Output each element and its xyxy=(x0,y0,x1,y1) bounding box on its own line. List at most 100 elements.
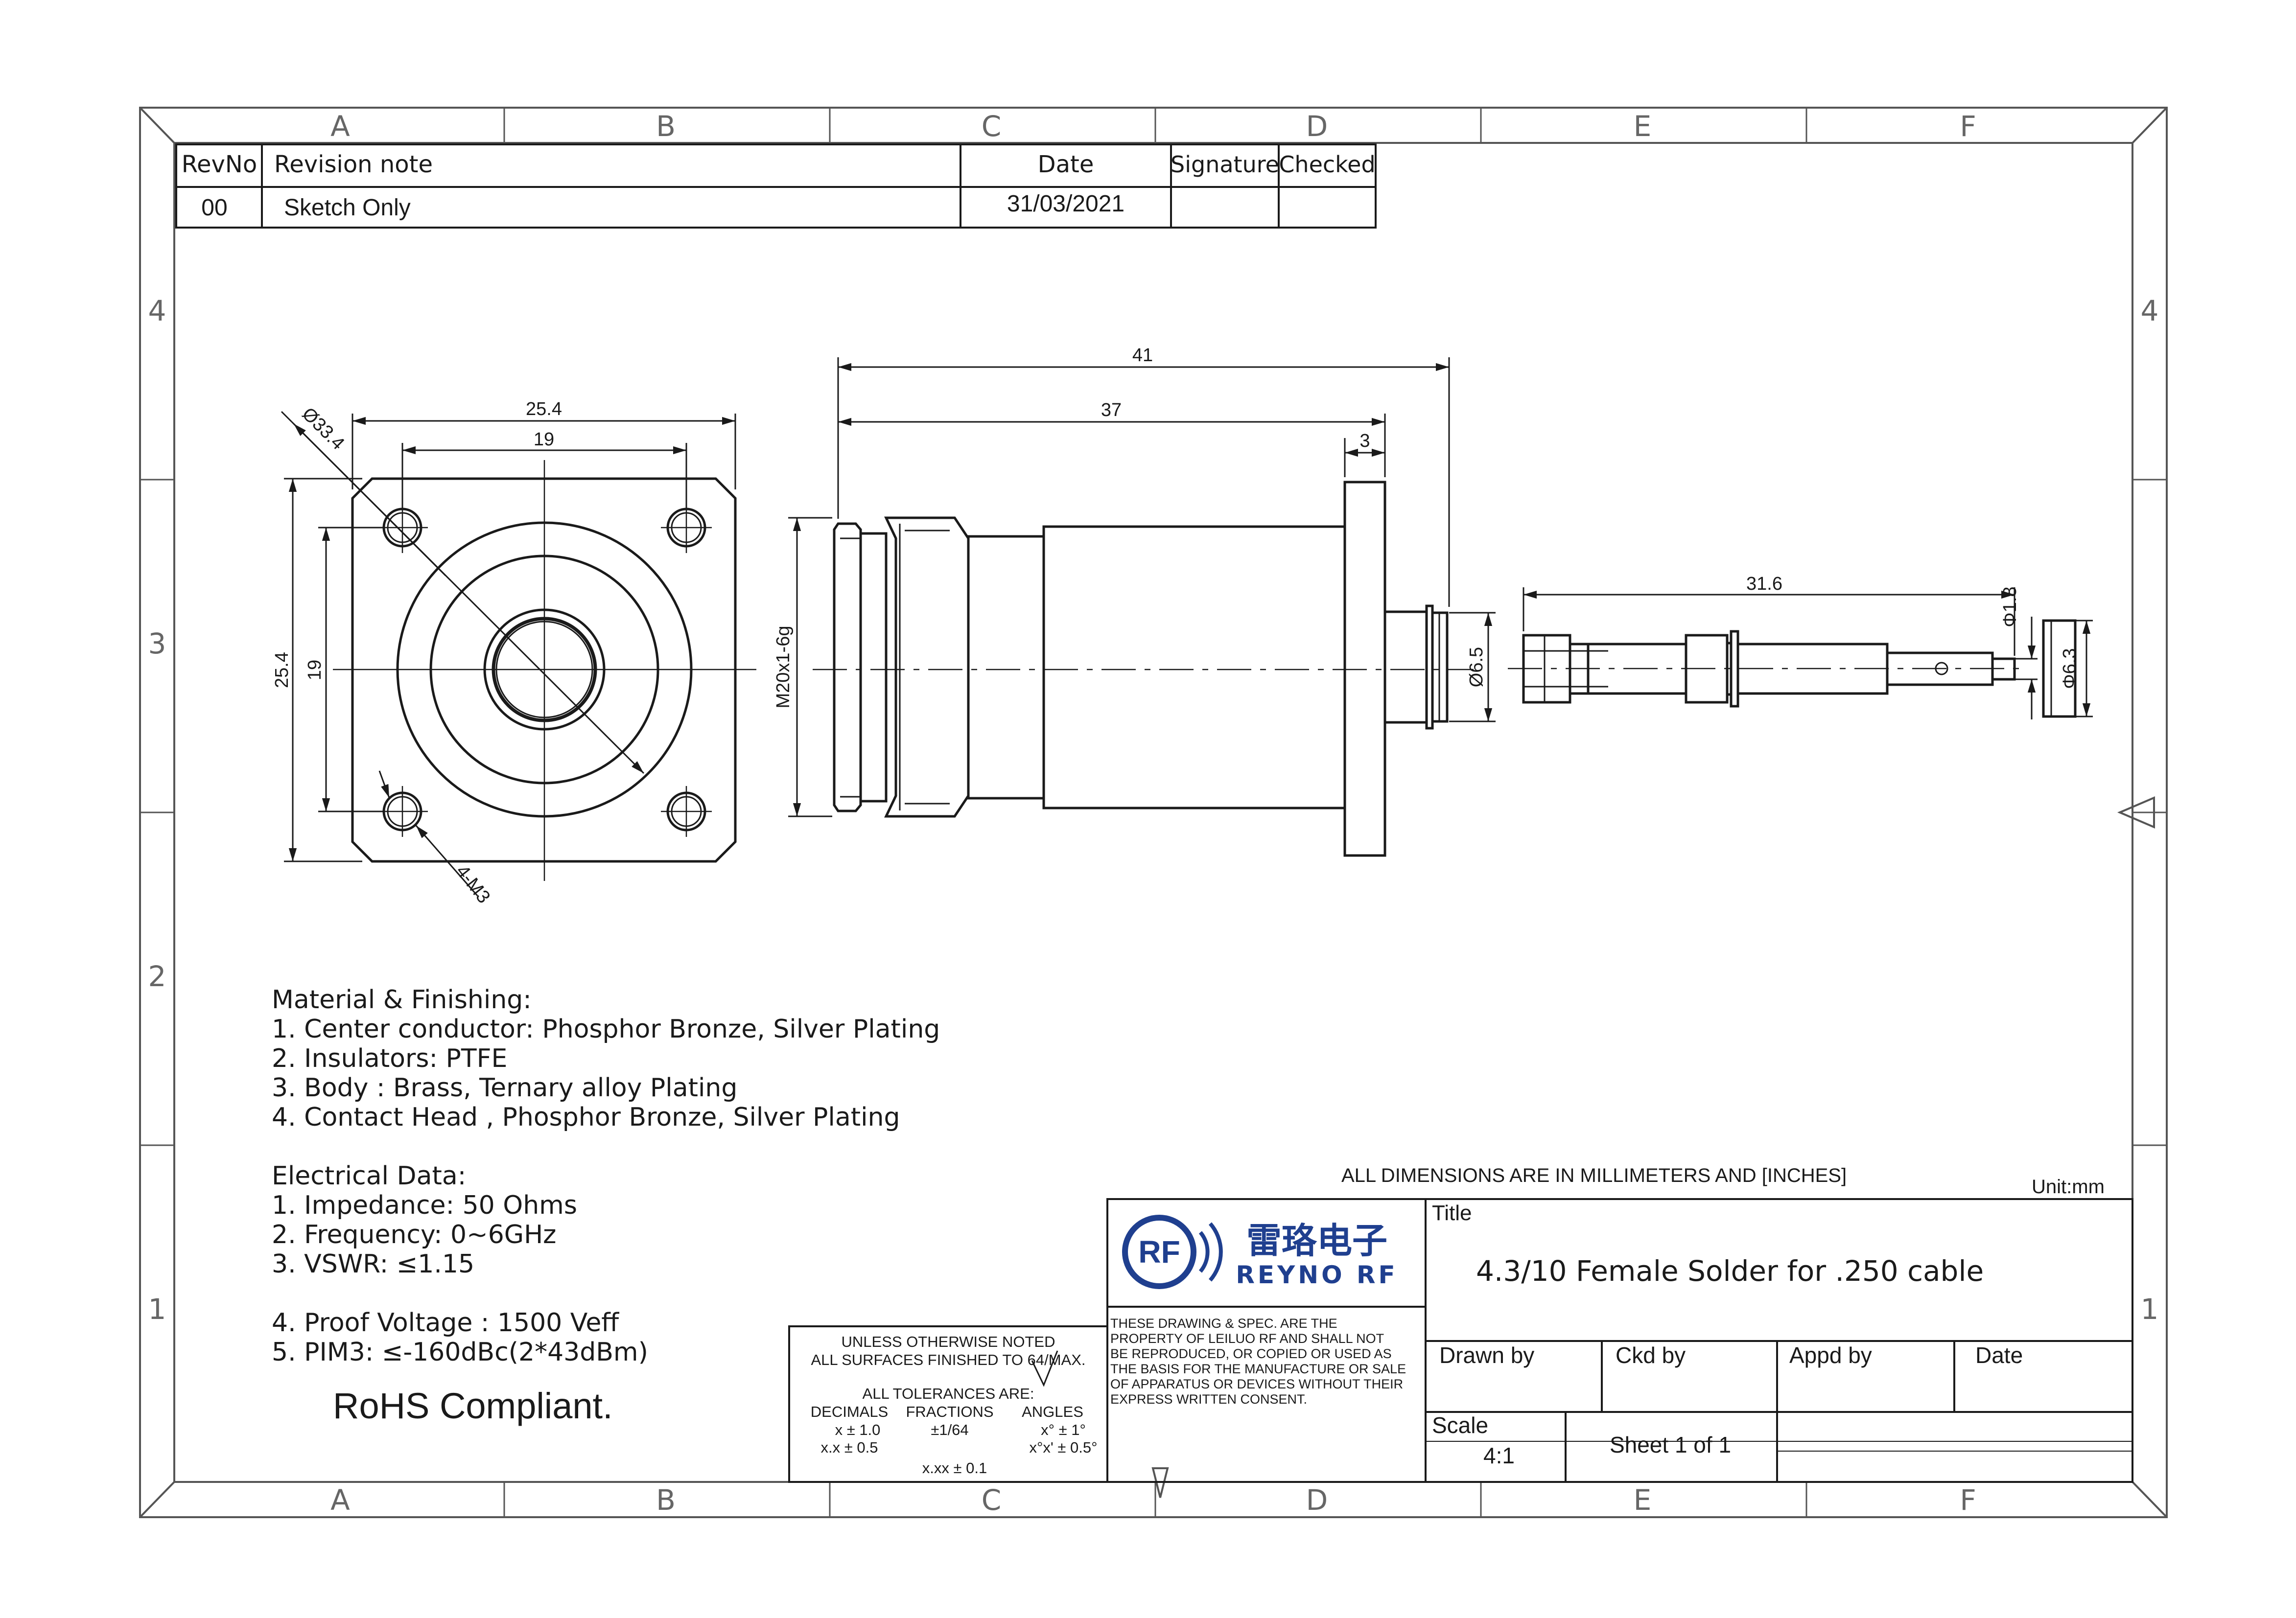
dim-front-od: Ø33.4 xyxy=(298,404,349,454)
signal-wave-icon xyxy=(1198,1231,1210,1273)
dim-front-h-inner: 19 xyxy=(305,660,325,680)
zone-col-a-bottom: A xyxy=(330,1483,350,1517)
zone-row-4: 4 xyxy=(148,294,166,327)
scale-value: 4:1 xyxy=(1483,1443,1515,1468)
scale-label: Scale xyxy=(1432,1412,1488,1438)
zone-ticks xyxy=(140,108,2167,1517)
logo-en-text: REYNO RF xyxy=(1236,1261,1398,1289)
material-item-3: 3. Body : Brass, Ternary alloy Plating xyxy=(272,1073,737,1103)
zone-col-e-bottom: E xyxy=(1634,1483,1652,1517)
dim-side-total: 41 xyxy=(1132,345,1153,366)
dim-side-flange: 3 xyxy=(1359,431,1370,451)
property-line-1: THESE DRAWING & SPEC. ARE THE xyxy=(1110,1316,1337,1331)
tol-decimals-header: DECIMALS xyxy=(811,1403,888,1420)
zone-col-b: B xyxy=(656,110,676,143)
material-item-4: 4. Contact Head , Phosphor Bronze, Silve… xyxy=(272,1103,900,1132)
tol-angle-1: x° ± 1° xyxy=(1041,1421,1086,1438)
front-centerlines xyxy=(333,460,756,881)
material-title: Material & Finishing: xyxy=(272,985,532,1015)
zone-col-d-bottom: D xyxy=(1306,1483,1328,1517)
zone-col-f-bottom: F xyxy=(1960,1483,1976,1517)
dim-side-body: 37 xyxy=(1101,400,1122,420)
tolerance-text: UNLESS OTHERWISE NOTED ALL SURFACES FINI… xyxy=(811,1333,1098,1477)
electrical-title: Electrical Data: xyxy=(272,1161,466,1191)
revision-table xyxy=(175,143,1377,229)
zone-col-c-bottom: C xyxy=(982,1483,1002,1517)
tol-fraction-1: ±1/64 xyxy=(931,1421,968,1438)
tol-decimal-1: x ± 1.0 xyxy=(835,1421,881,1438)
electrical-item-3: 3. VSWR: ≤1.15 xyxy=(272,1249,474,1279)
tol-angles-header: ANGLES xyxy=(1022,1403,1083,1420)
property-line-4: THE BASIS FOR THE MANUFACTURE OR SALE xyxy=(1110,1362,1406,1376)
revision-table-text: RevNo Revision note Date Signature Check… xyxy=(182,151,1376,221)
rev-row-note: Sketch Only xyxy=(284,195,411,221)
zone-row-1: 1 xyxy=(148,1293,166,1326)
rev-header-note: Revision note xyxy=(274,151,433,178)
zone-labels: A B C D E F A B C D E F 4 3 2 1 4 1 xyxy=(148,110,2159,1517)
title-block xyxy=(1106,1198,2133,1483)
rev-header-signature: Signature xyxy=(1171,151,1279,178)
front-dimensions xyxy=(281,411,736,896)
property-line-2: PROPERTY OF LEILUO RF AND SHALL NOT xyxy=(1110,1331,1384,1346)
rev-header-checked: Checked xyxy=(1279,151,1375,178)
notes-block: Material & Finishing: 1. Center conducto… xyxy=(272,985,940,1426)
tol-decimal-2: x.x ± 0.5 xyxy=(821,1439,878,1456)
dim-side-thread: M20x1-6g xyxy=(773,626,794,709)
front-dimension-text: Ø33.4 25.4 19 25.4 19 4-M3 xyxy=(272,399,562,907)
zone-row-1-right: 1 xyxy=(2141,1293,2159,1326)
company-logo: RF 雷珞电子 REYNO RF xyxy=(1122,1215,1398,1289)
dim-front-w-inner: 19 xyxy=(534,429,554,450)
title-block-text: ALL DIMENSIONS ARE IN MILLIMETERS AND [I… xyxy=(1341,1165,2105,1468)
property-line-3: BE REPRODUCED, OR COPIED OR USED AS xyxy=(1110,1346,1392,1361)
electrical-item-2: 2. Frequency: 0~6GHz xyxy=(272,1220,556,1249)
units-note: ALL DIMENSIONS ARE IN MILLIMETERS AND [I… xyxy=(1341,1165,1847,1186)
tol-line-3: ALL TOLERANCES ARE: xyxy=(863,1385,1034,1402)
logo-mark: RF xyxy=(1138,1234,1180,1270)
zone-col-e: E xyxy=(1634,110,1652,143)
electrical-item-5: 5. PIM3: ≤-160dBc(2*43dBm) xyxy=(272,1338,648,1367)
title-label: Title xyxy=(1432,1201,1472,1225)
dim-side-rear-dia: Ø6.5 xyxy=(1466,647,1487,687)
dim-pin-tip-dia: Φ1.8 xyxy=(2000,586,2020,627)
property-notice: THESE DRAWING & SPEC. ARE THE PROPERTY O… xyxy=(1110,1316,1406,1407)
dim-pin-ins-dia: Φ6.3 xyxy=(2060,648,2080,689)
zone-row-3: 3 xyxy=(148,627,166,660)
drawing-title: 4.3/10 Female Solder for .250 cable xyxy=(1476,1254,1984,1288)
appd-by-label: Appd by xyxy=(1789,1342,1872,1368)
property-line-6: EXPRESS WRITTEN CONSENT. xyxy=(1110,1392,1307,1407)
material-item-1: 1. Center conductor: Phosphor Bronze, Si… xyxy=(272,1015,940,1044)
tol-line-1: UNLESS OTHERWISE NOTED xyxy=(842,1333,1055,1350)
material-item-2: 2. Insulators: PTFE xyxy=(272,1044,507,1073)
rev-header-revno: RevNo xyxy=(182,151,257,178)
tol-angle-2: x°x' ± 0.5° xyxy=(1029,1439,1097,1456)
tol-fractions-header: FRACTIONS xyxy=(906,1403,993,1420)
zone-row-4-right: 4 xyxy=(2141,294,2159,327)
side-dimensions xyxy=(788,357,1496,817)
tol-line-2: ALL SURFACES FINISHED TO 64/MAX. xyxy=(811,1351,1085,1368)
dim-front-h-outer: 25.4 xyxy=(272,652,292,688)
sheet-number: Sheet 1 of 1 xyxy=(1610,1432,1731,1457)
drawn-by-label: Drawn by xyxy=(1439,1342,1534,1368)
rev-row-revno: 00 xyxy=(201,195,227,221)
tol-fraction-2: x.xx ± 0.1 xyxy=(922,1459,987,1477)
rev-header-date: Date xyxy=(1038,151,1094,178)
dim-pin-len: 31.6 xyxy=(1746,574,1782,594)
dim-front-w-outer: 25.4 xyxy=(526,399,562,419)
dim-front-holes: 4-M3 xyxy=(452,861,494,907)
zone-col-d: D xyxy=(1306,110,1328,143)
rev-row-date: 31/03/2021 xyxy=(1007,191,1125,217)
zone-col-b-bottom: B xyxy=(656,1483,676,1517)
zone-col-a: A xyxy=(330,110,350,143)
zone-col-c: C xyxy=(982,110,1002,143)
property-line-5: OF APPARATUS OR DEVICES WITHOUT THEIR xyxy=(1110,1377,1403,1391)
pin-dimensions xyxy=(1523,587,2093,719)
date-label: Date xyxy=(1975,1342,2023,1368)
unit-label: Unit:mm xyxy=(2032,1176,2105,1198)
side-view xyxy=(833,481,1449,857)
rohs-statement: RoHS Compliant. xyxy=(333,1386,613,1426)
electrical-item-4: 4. Proof Voltage : 1500 Veff xyxy=(272,1308,619,1338)
zone-row-2: 2 xyxy=(148,960,166,993)
pin-dimension-text: 31.6 Φ1.8 Φ6.3 xyxy=(1746,574,2080,689)
ckd-by-label: Ckd by xyxy=(1616,1342,1686,1368)
